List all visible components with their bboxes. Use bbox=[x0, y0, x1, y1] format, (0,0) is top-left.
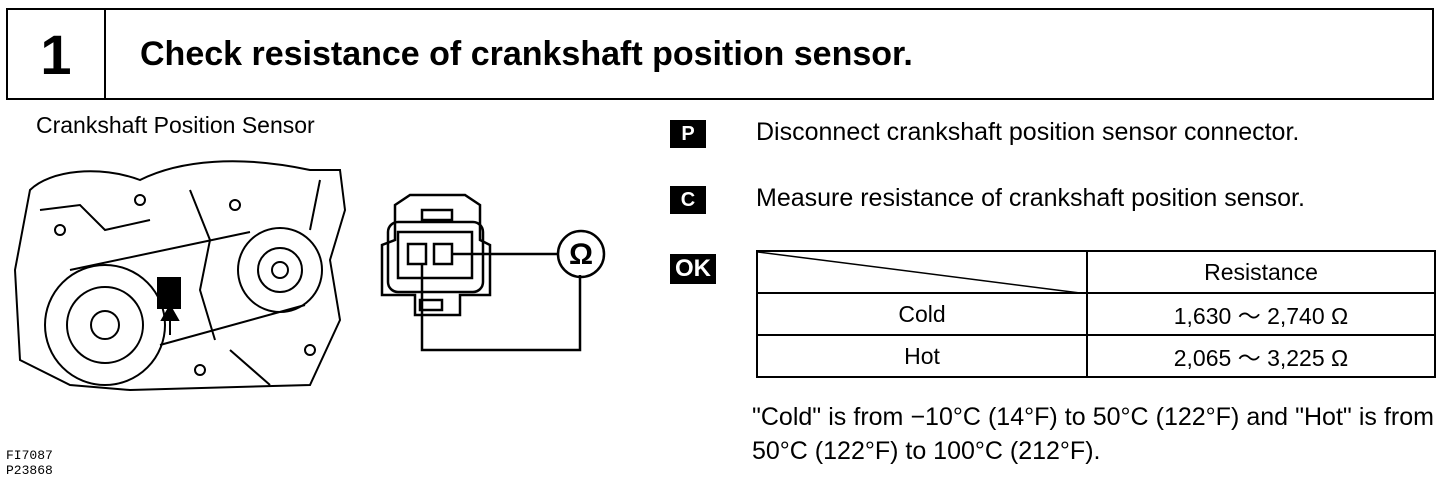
table-row: Hot 2,065 ～ 3,225 Ω bbox=[756, 334, 1436, 378]
table-corner-cell bbox=[756, 250, 1088, 294]
figure-id-line: P23868 bbox=[6, 463, 53, 478]
step-disconnect: Disconnect crankshaft position sensor co… bbox=[756, 118, 1300, 146]
resistance-table: Resistance Cold 1,630 ～ 2,740 Ω Hot 2,06… bbox=[756, 250, 1436, 378]
connector-illustration bbox=[380, 193, 606, 352]
table-header-row: Resistance bbox=[756, 250, 1436, 294]
step-header: 1 Check resistance of crankshaft positio… bbox=[6, 8, 1434, 100]
step-measure: Measure resistance of crankshaft positio… bbox=[756, 184, 1305, 212]
engine-illustration bbox=[13, 160, 347, 392]
row-value: 1,630 ～ 2,740 Ω bbox=[1086, 292, 1436, 336]
column-header: Resistance bbox=[1086, 250, 1436, 294]
step-title: Check resistance of crankshaft position … bbox=[140, 34, 913, 73]
row-label: Hot bbox=[756, 334, 1088, 378]
figure-id: FI7087 P23868 bbox=[6, 448, 53, 478]
row-label: Cold bbox=[756, 292, 1088, 336]
figure-id-line: FI7087 bbox=[6, 448, 53, 463]
figure-caption: Crankshaft Position Sensor bbox=[36, 112, 315, 138]
ohm-symbol: Ω bbox=[569, 238, 593, 271]
table-row: Cold 1,630 ～ 2,740 Ω bbox=[756, 292, 1436, 336]
row-value: 2,065 ～ 3,225 Ω bbox=[1086, 334, 1436, 378]
diagonal-line bbox=[758, 252, 1088, 294]
badge-c: C bbox=[670, 186, 706, 214]
step-number: 1 bbox=[8, 10, 106, 98]
badge-p: P bbox=[670, 120, 706, 148]
sensor-diagram: Ω bbox=[13, 160, 606, 392]
badge-ok: OK bbox=[670, 254, 716, 284]
temperature-note: "Cold" is from −10°C (14°F) to 50°C (122… bbox=[752, 403, 1434, 465]
